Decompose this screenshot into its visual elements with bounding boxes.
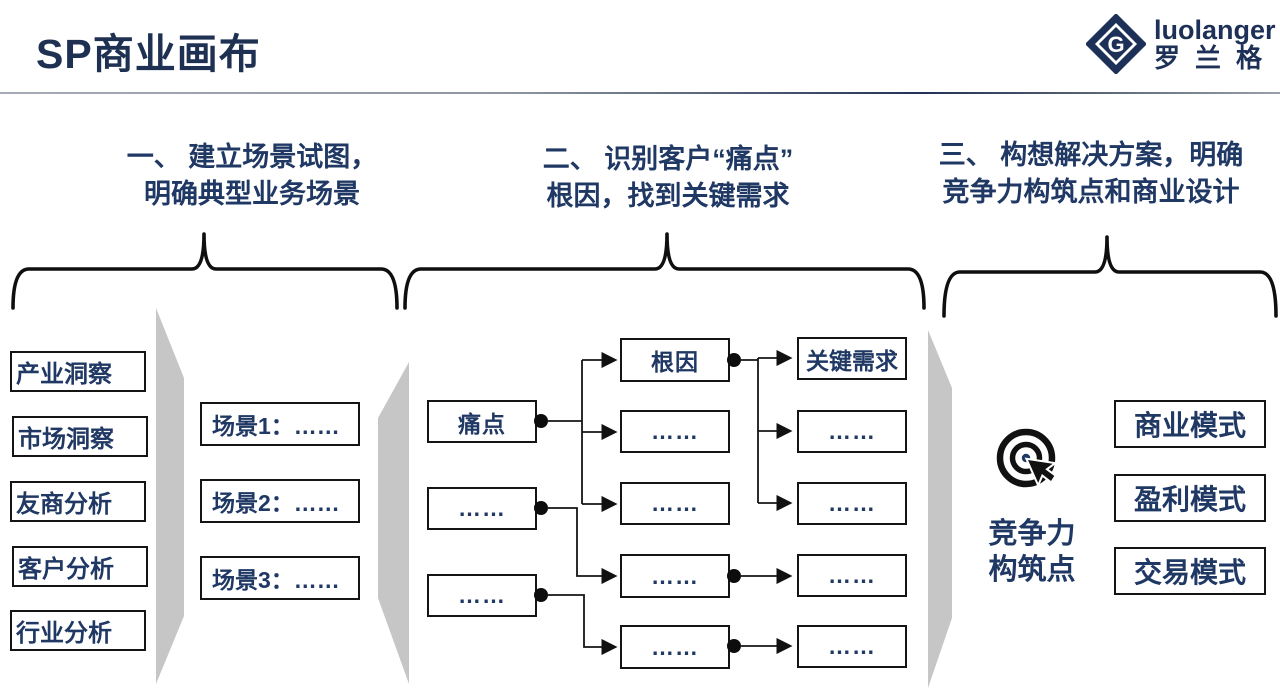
root-cause-box-5: …… [620,625,730,669]
diamond-g-logo-icon: G [1086,14,1146,74]
brand-name: luolanger [1154,14,1276,45]
scenario-box-3: 场景3：…… [200,556,360,600]
key-need-box-3: …… [797,482,907,525]
key-need-box-1: 关键需求 [797,337,907,380]
model-box-profit: 盈利模式 [1114,474,1266,522]
analysis-box-competitor: 友商分析 [10,481,146,522]
analysis-box-customer: 客户分析 [12,546,148,587]
competitive-label-line2: 构筑点 [988,554,1076,586]
funnel-panel-middle [378,362,409,684]
connector-pain2-root4 [548,507,618,585]
root-cause-box-1: 根因 [620,338,730,382]
key-need-box-2: …… [797,410,907,453]
root-cause-box-2: …… [620,410,730,453]
model-box-transaction: 交易模式 [1114,547,1266,595]
root-cause-box-3: …… [620,482,730,525]
section-3-line2: 竞争力构筑点和商业设计 [942,177,1240,207]
model-box-business: 商业模式 [1114,400,1266,448]
section-3-line1: 三、 构想解决方案，明确 [938,140,1244,170]
pain-box-3: …… [427,574,537,617]
section-1-header: 一、 建立场景试图， 明确典型业务场景 [62,139,442,213]
brace-section-3 [942,235,1278,318]
key-need-box-4: …… [797,554,907,597]
scenario-box-1: 场景1：…… [200,402,360,446]
page-title: SP商业画布 [36,31,261,77]
header-divider [0,92,1280,94]
analysis-box-sector: 行业分析 [10,610,146,651]
pain-box-1: 痛点 [427,400,537,443]
target-cursor-icon [996,428,1058,488]
section-2-line1: 二、 识别客户“痛点” [542,144,794,174]
competitive-point-label: 竞争力 构筑点 [962,516,1102,588]
key-need-box-5: …… [797,625,907,668]
connector-pain3-root5 [548,594,618,656]
root-cause-box-4: …… [620,554,730,598]
section-2-header: 二、 识别客户“痛点” 根因，找到关键需求 [478,141,858,215]
brand-logo: G luolanger 罗兰格 [1086,14,1277,74]
brace-section-2 [403,232,926,310]
scenario-box-2: 场景2：…… [200,479,360,523]
brand-name-cn: 罗兰格 [1154,43,1278,74]
pain-box-2: …… [427,487,537,530]
svg-text:G: G [1107,32,1124,57]
funnel-panel-right [928,330,952,688]
brace-section-1 [11,232,399,310]
section-1-line1: 一、 建立场景试图， [126,142,378,172]
section-1-line2: 明确典型业务场景 [144,179,360,209]
competitive-label-line1: 竞争力 [988,518,1076,550]
analysis-box-industry-insight: 产业洞察 [10,351,146,392]
section-braces [11,232,1278,318]
analysis-box-market-insight: 市场洞察 [12,416,148,457]
section-2-line2: 根因，找到关键需求 [546,181,790,211]
funnel-panel-left [156,308,184,684]
section-3-header: 三、 构想解决方案，明确 竞争力构筑点和商业设计 [902,137,1280,211]
